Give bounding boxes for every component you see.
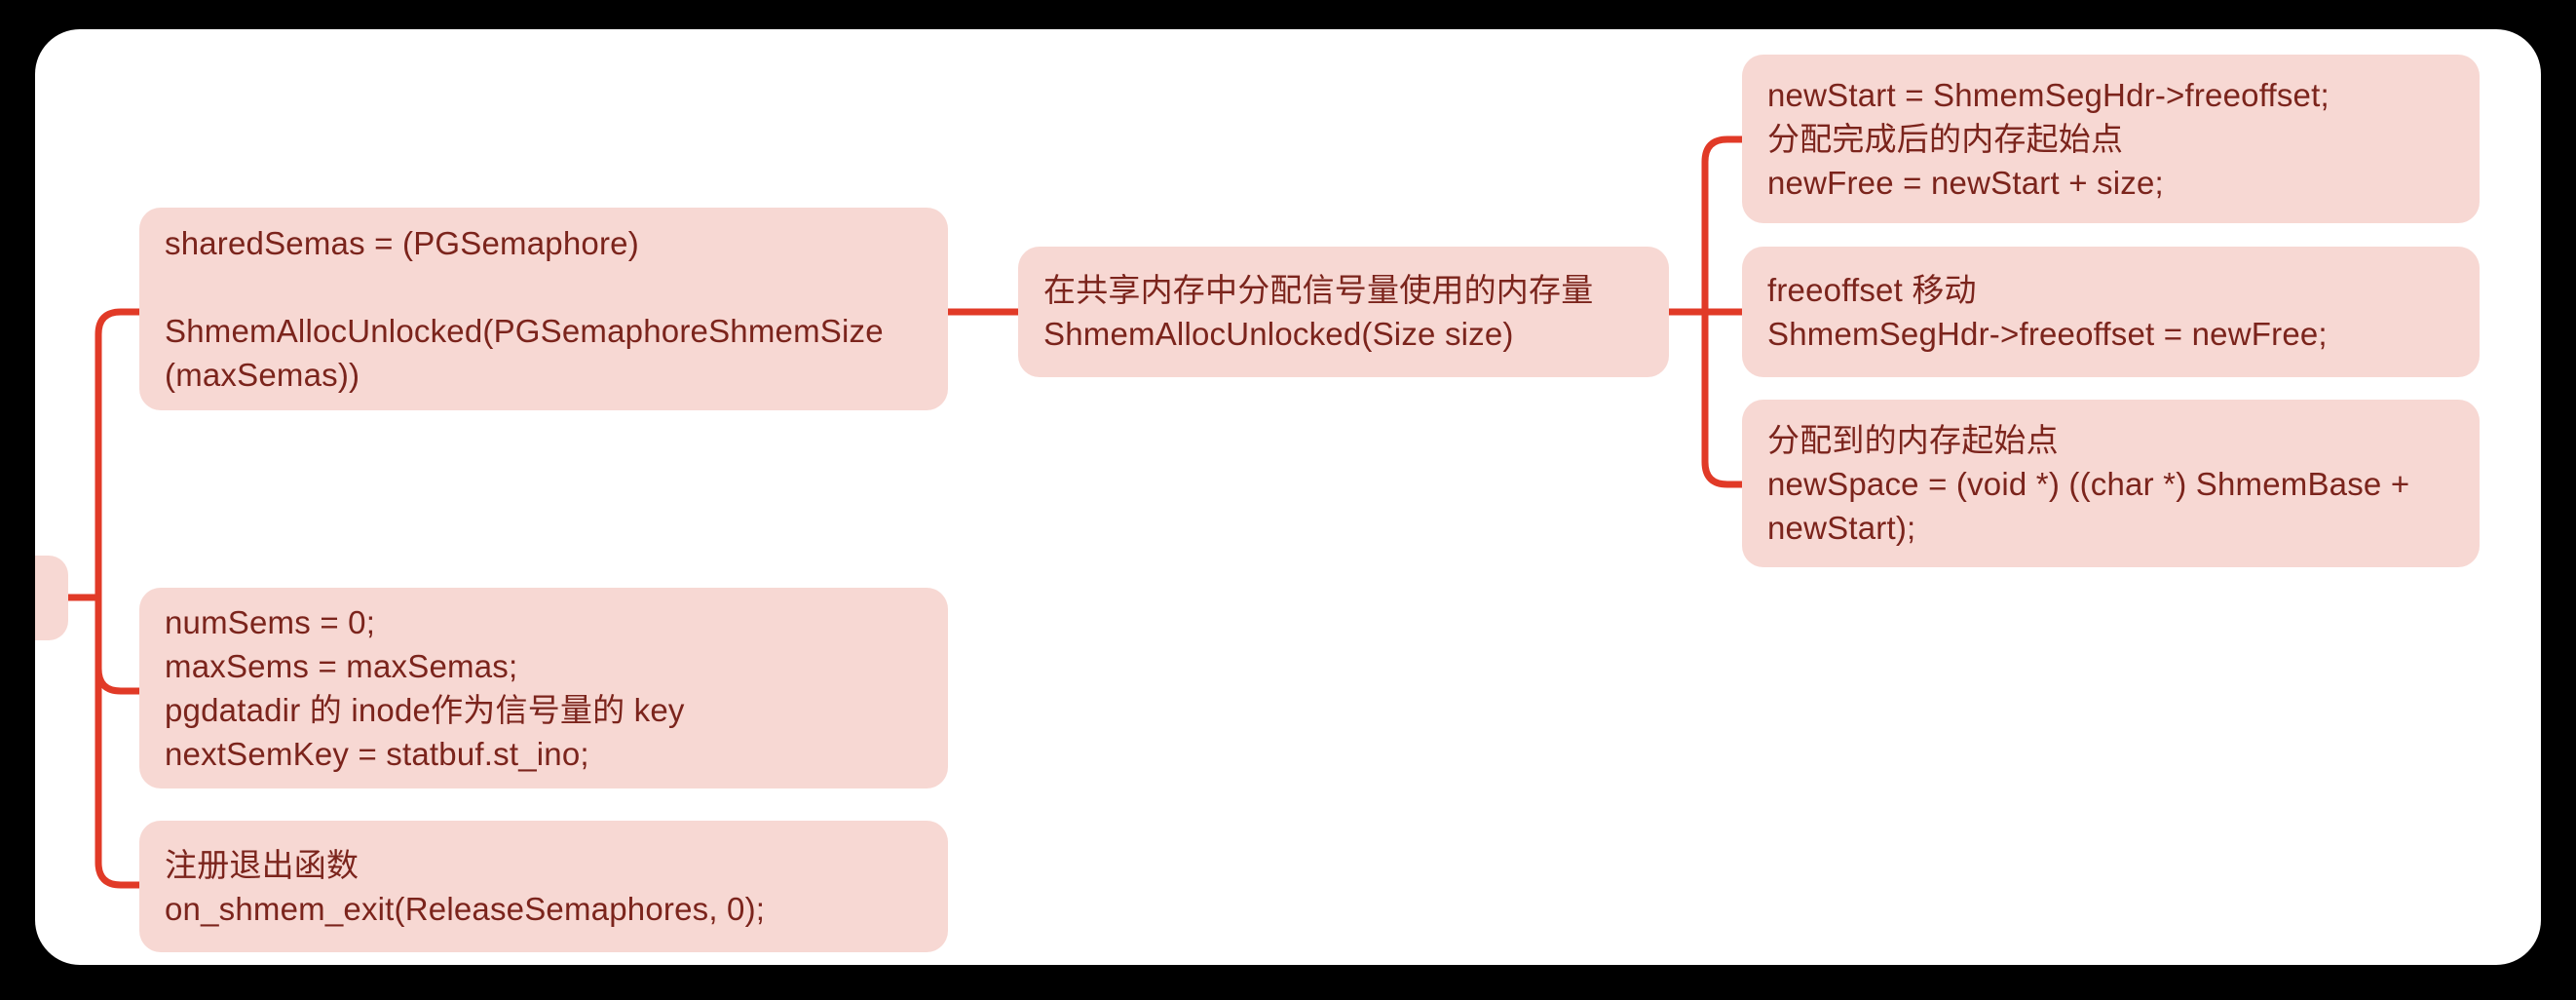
node-new-space-text: 分配到的内存起始点 newSpace = (void *) ((char *) … (1767, 421, 2410, 546)
node-shared-semas-text: sharedSemas = (PGSemaphore) ShmemAllocUn… (165, 225, 884, 393)
node-exit-function-text: 注册退出函数 on_shmem_exit(ReleaseSemaphores, … (165, 846, 766, 927)
node-new-space[interactable]: 分配到的内存起始点 newSpace = (void *) ((char *) … (1742, 400, 2480, 567)
mindmap-root-node[interactable] (35, 556, 68, 640)
node-shared-semas[interactable]: sharedSemas = (PGSemaphore) ShmemAllocUn… (139, 208, 948, 410)
node-shmem-alloc-unlocked[interactable]: 在共享内存中分配信号量使用的内存量 ShmemAllocUnlocked(Siz… (1018, 247, 1669, 377)
node-shmem-alloc-text: 在共享内存中分配信号量使用的内存量 ShmemAllocUnlocked(Siz… (1043, 272, 1594, 352)
node-num-sems[interactable]: numSems = 0; maxSems = maxSemas; pgdatad… (139, 588, 948, 788)
node-exit-function[interactable]: 注册退出函数 on_shmem_exit(ReleaseSemaphores, … (139, 821, 948, 952)
node-num-sems-text: numSems = 0; maxSems = maxSemas; pgdatad… (165, 604, 685, 772)
node-freeoffset-move-text: freeoffset 移动 ShmemSegHdr->freeoffset = … (1767, 272, 2328, 352)
node-new-start-text: newStart = ShmemSegHdr->freeoffset; 分配完成… (1767, 77, 2330, 201)
node-freeoffset-move[interactable]: freeoffset 移动 ShmemSegHdr->freeoffset = … (1742, 247, 2480, 377)
node-new-start[interactable]: newStart = ShmemSegHdr->freeoffset; 分配完成… (1742, 55, 2480, 223)
